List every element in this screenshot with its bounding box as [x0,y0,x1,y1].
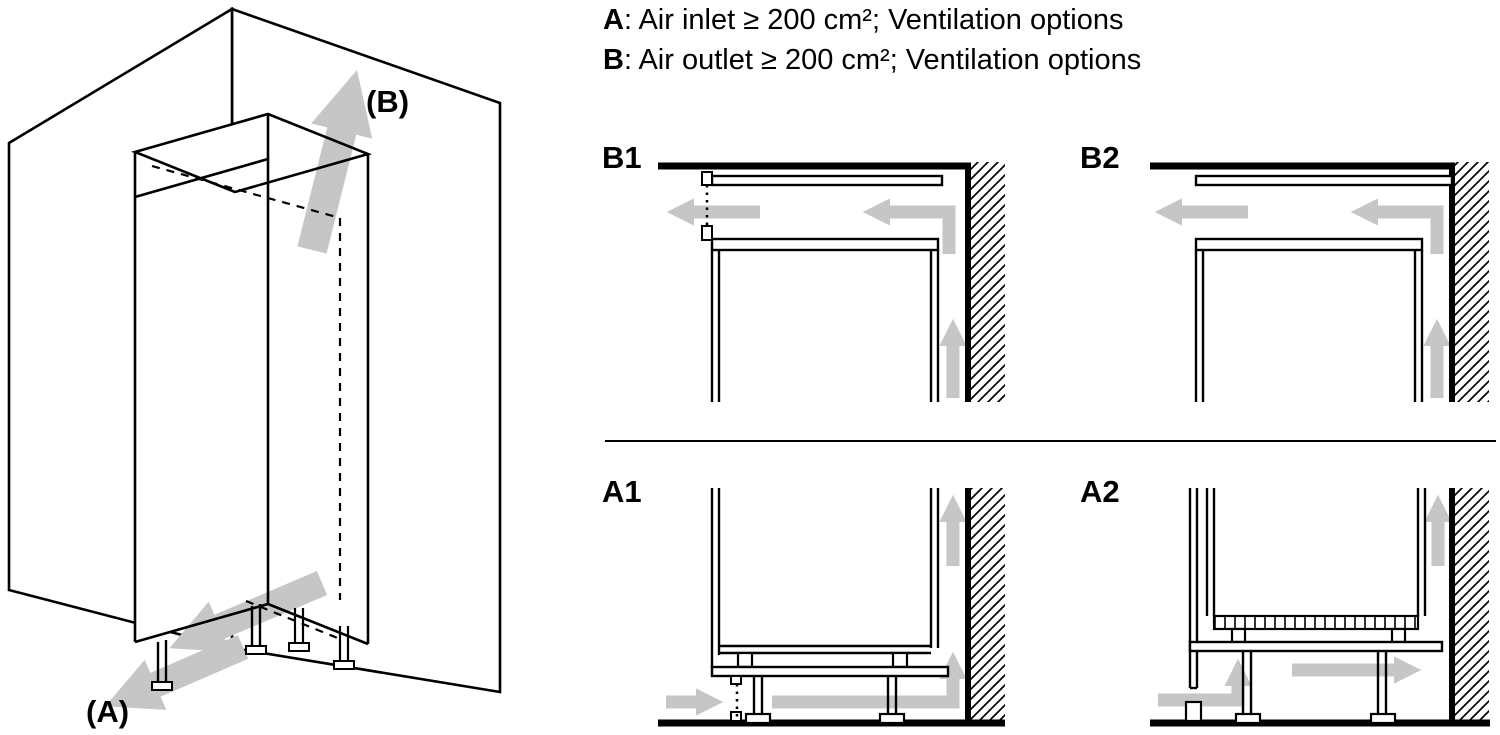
side-panel-foot [1184,700,1203,723]
appliance-foot-right [1390,627,1407,644]
appliance-foot-right [891,651,909,669]
cabinet-sides [710,488,940,668]
cabinet-feet [151,604,355,691]
cabinet-side-bottom-edge [267,602,369,646]
appliance-top [1194,237,1424,252]
panel-label-b1: B1 [602,140,642,175]
mid-leg [293,608,305,645]
legend-line-air-inlet: A: Air inlet ≥ 200 cm²; Ventilation opti… [603,0,1123,40]
front-right-foot [245,645,267,655]
hidden-edges [151,164,342,641]
panel-label-a2: A2 [1080,474,1120,509]
plinth-legs [752,676,898,714]
appliance-foot-left [736,651,754,669]
airflow-arrow-bend-left [862,198,956,254]
cabinet-front-mask [135,114,268,642]
panel-b2 [1150,162,1489,402]
front-vent-tab-top [701,171,713,186]
iso-view [7,6,502,710]
appliance-top [710,237,940,252]
hidden-bottom-edge [245,599,341,641]
legend-text-a: : Air inlet ≥ 200 cm²; Ventilation optio… [623,4,1124,36]
front-vent-tab-bottom [701,225,713,241]
leg-foot-right [1369,712,1397,725]
airflow-arrow-bend-up [772,651,967,709]
cabinet-sides [710,250,940,402]
plinth-vent-tab-top [730,675,742,685]
hidden-top-edge [151,164,341,220]
top-panel [1194,174,1454,187]
appliance-sides [1205,488,1427,616]
plinth-platform [710,665,950,678]
legend-key-a: A [603,4,624,36]
appliance-foot-left [1230,627,1247,644]
panel-label-a1: A1 [602,474,642,509]
leg-foot-right [878,712,906,725]
air-inlet-label: (A) [86,694,130,729]
legend-text-b: : Air outlet ≥ 200 cm²; Ventilation opti… [623,44,1142,76]
leg-foot-left [744,712,772,725]
legend-line-air-outlet: B: Air outlet ≥ 200 cm²; Ventilation opt… [603,40,1141,80]
panel-a1 [658,488,1005,727]
airflow-arrow-bend-in [1158,658,1252,707]
mid-foot [288,642,310,652]
front-left-foot [151,681,173,691]
air-outlet-label: (B) [366,84,410,119]
panel-a2 [1150,488,1490,727]
wall-hatching [971,162,1005,402]
cabinet-top-rail [134,157,269,199]
air-inlet-arrow-upper [169,571,328,652]
back-foot [333,660,355,670]
cabinet-front-bottom-edge [134,602,269,644]
cabinet-sides [1194,250,1424,402]
cabinet-mask [135,114,368,644]
wall-hatching [1455,162,1489,402]
legend-key-b: B [603,44,624,76]
wall-hatching [1455,488,1489,720]
front-right-leg [250,604,262,648]
furniture-side-panel [1188,488,1199,690]
top-panel [710,174,944,187]
cabinet-side-mask [268,114,368,644]
front-left-leg [156,640,168,684]
vent-grille [1212,614,1420,631]
airflow-arrow-bend-left [1350,198,1444,254]
panel-label-b2: B2 [1080,140,1120,175]
wall-hatching [971,488,1005,720]
plinth-legs [1241,651,1388,714]
plinth-platform [1188,640,1444,653]
leg-foot-left [1234,712,1262,725]
back-leg [338,626,350,663]
panel-b1 [658,162,1005,402]
